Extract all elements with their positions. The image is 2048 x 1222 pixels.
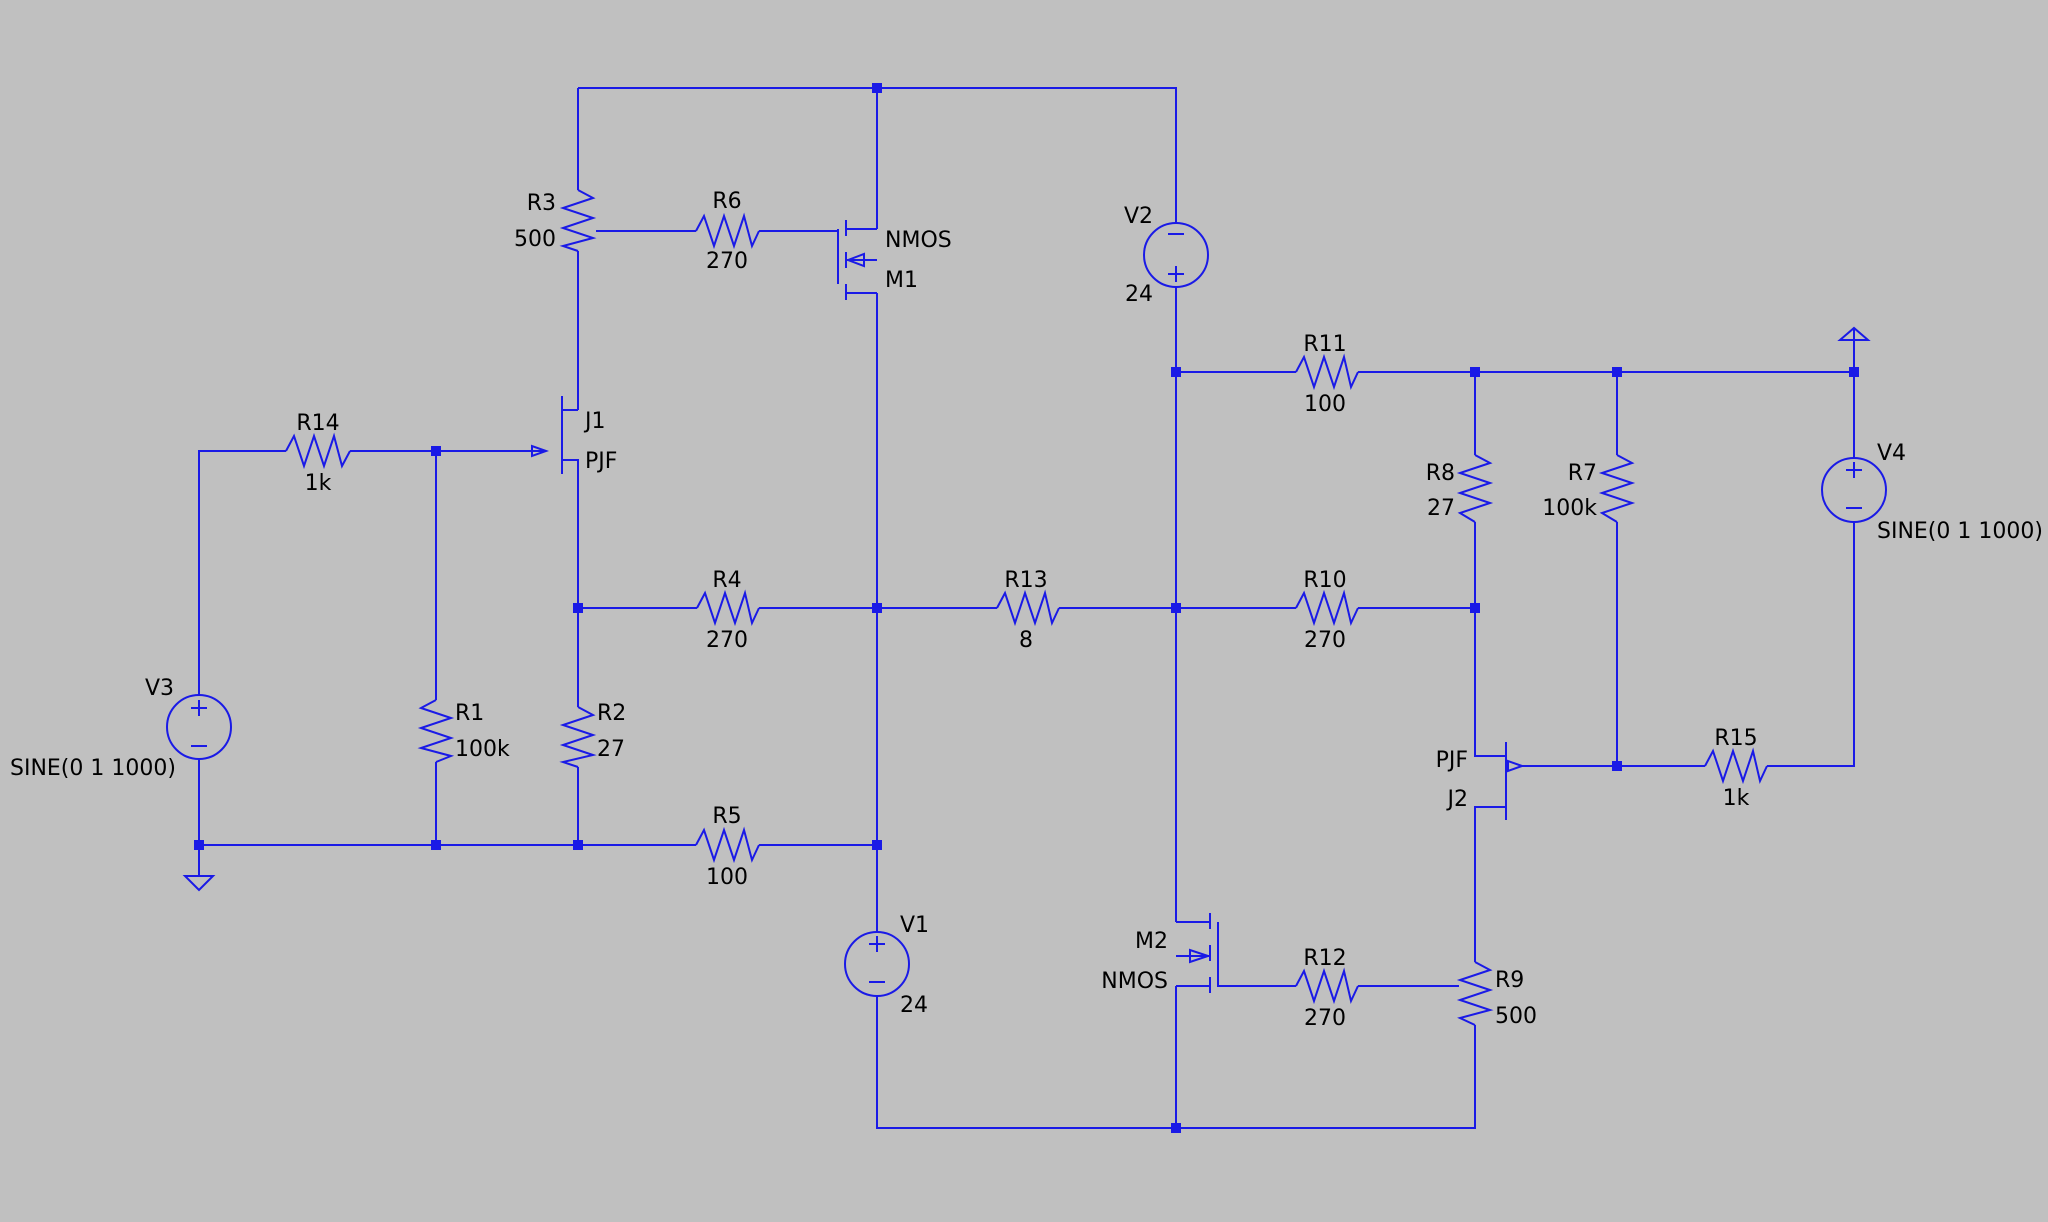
label-r6-value: 270 [706, 249, 748, 274]
wire-j2-drain [1474, 806, 1506, 962]
label-v3-name: V3 [145, 676, 174, 701]
label-r13-name: R13 [1004, 568, 1047, 593]
label-r15-name: R15 [1714, 726, 1757, 751]
resistor-r14[interactable] [285, 432, 351, 470]
label-r7-value: 100k [1542, 496, 1597, 521]
resistor-r10[interactable] [1295, 589, 1359, 627]
label-r9-name: R9 [1495, 968, 1524, 993]
label-r6-name: R6 [712, 189, 741, 214]
label-r3-name: R3 [527, 191, 556, 216]
label-r5-name: R5 [712, 804, 741, 829]
jfet-j2[interactable] [1505, 742, 1525, 820]
label-r8-name: R8 [1426, 461, 1455, 486]
label-r14-value: 1k [305, 471, 332, 496]
resistor-r13[interactable] [996, 589, 1060, 627]
ground-symbol-v4 [1837, 326, 1871, 341]
label-j2-name: J2 [1446, 787, 1469, 812]
source-v3[interactable] [166, 694, 232, 760]
transistor-m1[interactable] [837, 220, 877, 300]
label-v1-value: 24 [900, 993, 928, 1018]
label-v2-name: V2 [1124, 204, 1153, 229]
label-r14-name: R14 [296, 411, 339, 436]
source-v2[interactable] [1143, 222, 1209, 288]
label-v4-name: V4 [1877, 441, 1906, 466]
resistor-r5[interactable] [695, 826, 760, 864]
label-r3-value: 500 [514, 227, 556, 252]
jfet-j1[interactable] [531, 396, 563, 474]
label-r10-name: R10 [1303, 568, 1346, 593]
label-v2-value: 24 [1125, 282, 1153, 307]
label-m1-model: NMOS [885, 228, 952, 253]
label-r9-value: 500 [1495, 1004, 1537, 1029]
wire-top-rail [578, 87, 1177, 223]
label-r7-name: R7 [1568, 461, 1597, 486]
label-r1-name: R1 [455, 701, 484, 726]
wire-r8-bottom [1474, 522, 1506, 757]
resistor-r8[interactable] [1456, 454, 1494, 523]
ground-symbol [182, 875, 216, 892]
label-r13-value: 8 [1019, 628, 1033, 653]
resistor-r9[interactable] [1456, 961, 1494, 1026]
resistor-r2[interactable] [559, 706, 597, 768]
label-r8-value: 27 [1427, 496, 1455, 521]
label-r12-name: R12 [1303, 946, 1346, 971]
wire-j1-source [562, 459, 579, 707]
wire-r5-right [759, 844, 878, 932]
label-v1-name: V1 [900, 913, 929, 938]
label-r11-name: R11 [1303, 332, 1346, 357]
resistor-r15[interactable] [1704, 747, 1768, 785]
wire-m2-gate [1217, 948, 1296, 987]
transistor-m2[interactable] [1176, 913, 1219, 993]
label-r2-value: 27 [597, 737, 625, 762]
label-j1-name: J1 [583, 409, 606, 434]
resistor-r7[interactable] [1598, 454, 1636, 523]
label-r2-name: R2 [597, 701, 626, 726]
label-j1-model: PJF [585, 449, 617, 474]
label-m2-name: M2 [1135, 929, 1168, 954]
label-r1-value: 100k [455, 737, 510, 762]
resistor-r12[interactable] [1295, 967, 1359, 1005]
source-v1[interactable] [844, 931, 910, 997]
resistor-r1[interactable] [417, 699, 455, 763]
resistor-r4[interactable] [696, 589, 760, 627]
resistor-r6[interactable] [695, 212, 760, 250]
label-v3-value: SINE(0 1 1000) [10, 756, 176, 781]
wire-r6-gate [759, 230, 839, 284]
resistor-r3[interactable] [559, 189, 597, 252]
label-r5-value: 100 [706, 865, 748, 890]
label-m2-model: NMOS [1101, 969, 1168, 994]
resistor-r11[interactable] [1295, 353, 1359, 391]
label-j2-model: PJF [1436, 748, 1468, 773]
wire-v4-bottom [1767, 522, 1855, 767]
label-r15-value: 1k [1723, 786, 1750, 811]
junctions [194, 83, 1859, 1133]
label-r4-value: 270 [706, 628, 748, 653]
wires [198, 87, 1855, 1129]
label-r11-value: 100 [1304, 392, 1346, 417]
label-m1-name: M1 [885, 268, 918, 293]
wire-v3-top [198, 450, 286, 695]
label-r4-name: R4 [712, 568, 741, 593]
label-r10-value: 270 [1304, 628, 1346, 653]
source-v4[interactable] [1821, 457, 1887, 523]
label-v4-value: SINE(0 1 1000) [1877, 519, 2043, 544]
label-r12-value: 270 [1304, 1006, 1346, 1031]
